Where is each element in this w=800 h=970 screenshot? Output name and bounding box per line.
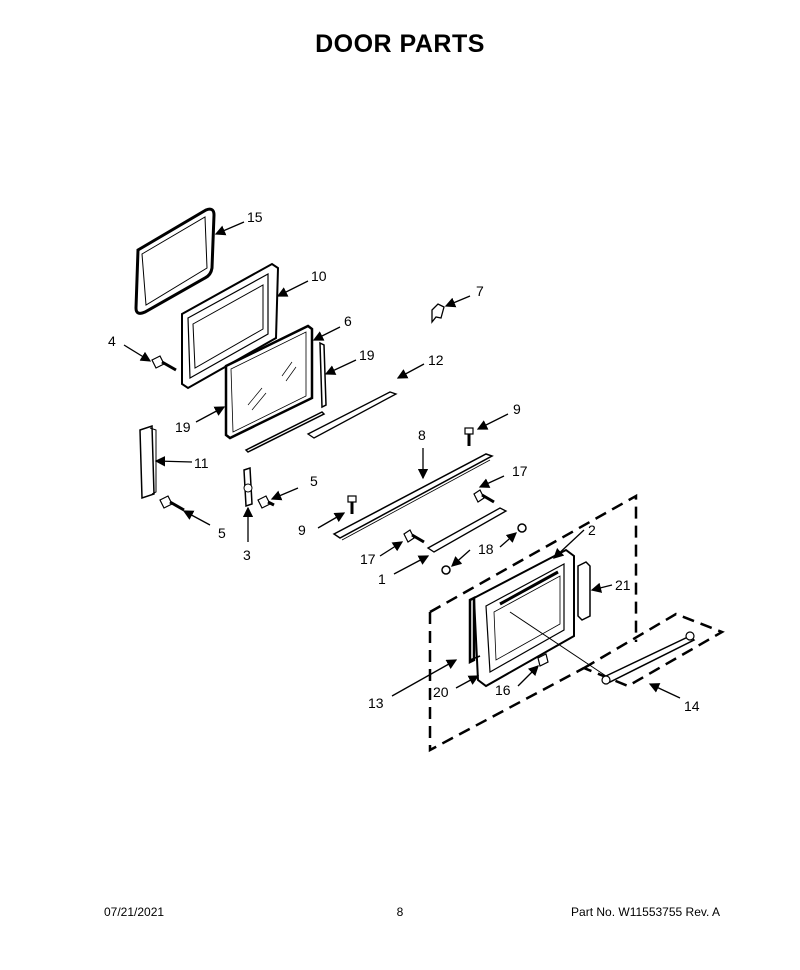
callout-10: 10 — [311, 268, 327, 284]
inner-door-panel-part — [181, 262, 280, 390]
screw-part — [403, 489, 495, 544]
door-clip-part — [537, 653, 549, 667]
side-trim-part — [577, 561, 591, 621]
handle-assembly-boundary — [581, 612, 725, 688]
callout-16: 16 — [495, 682, 511, 698]
callout-9: 9 — [513, 401, 521, 417]
grommet-part — [441, 523, 527, 575]
callout-11: 11 — [194, 455, 209, 471]
footer-part-number: Part No. W11553755 Rev. A — [571, 905, 720, 919]
callout-18: 18 — [478, 541, 494, 557]
window-glass-part — [224, 324, 314, 440]
callout-6: 6 — [344, 313, 352, 329]
page-title: DOOR PARTS — [315, 30, 485, 58]
footer-date: 07/21/2021 — [104, 905, 165, 919]
callout-14: 14 — [684, 698, 700, 714]
callout-15: 15 — [247, 209, 263, 225]
callout-8: 8 — [418, 427, 426, 443]
screw-part — [159, 495, 275, 512]
callout-19: 19 — [359, 347, 375, 363]
callout-17: 17 — [512, 463, 528, 479]
outer-glass-part — [468, 595, 481, 665]
callout-9: 9 — [298, 522, 306, 538]
callout-21: 21 — [615, 577, 631, 593]
glass-gasket-strip-part — [244, 341, 327, 453]
outer-door-panel-part — [472, 548, 575, 688]
screw-part — [151, 355, 177, 372]
outer-door-assembly-boundary — [428, 493, 638, 753]
callout-arrows — [123, 221, 681, 699]
footer-page-number: 8 — [396, 905, 404, 919]
callout-5: 5 — [310, 473, 318, 489]
hinge-receiver-part — [139, 424, 157, 500]
door-handle-part — [426, 507, 508, 553]
callout-19: 19 — [175, 419, 191, 435]
door-clip-part — [431, 303, 445, 324]
callout-5: 5 — [218, 525, 226, 541]
callout-20: 20 — [433, 684, 449, 700]
callout-2: 2 — [588, 522, 596, 538]
door-trim-part — [306, 391, 398, 439]
callout-7: 7 — [476, 283, 484, 299]
callout-1: 1 — [378, 571, 386, 587]
door-hinge-part — [243, 466, 253, 508]
callout-3: 3 — [243, 547, 251, 563]
callout-13: 13 — [368, 695, 384, 711]
callout-12: 12 — [428, 352, 444, 368]
handle-tube-part — [601, 631, 696, 685]
vent-rail-part — [332, 453, 494, 541]
callout-17: 17 — [360, 551, 376, 567]
screw-part — [347, 427, 474, 514]
callout-4: 4 — [108, 333, 116, 349]
door-gasket-part — [134, 207, 216, 315]
